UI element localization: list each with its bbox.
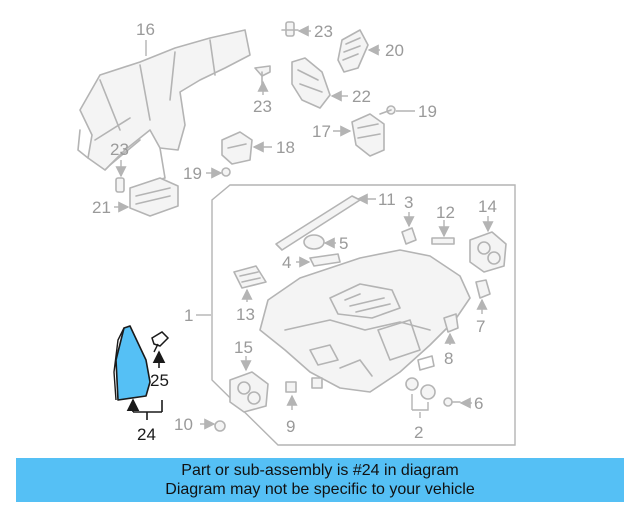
part-24-highlighted[interactable] <box>113 325 151 401</box>
part-15-vent <box>229 371 269 413</box>
parts-diagram: 16 23 20 23 22 19 17 18 <box>77 20 516 446</box>
callout-2: 2 <box>414 423 423 442</box>
banner-line-1: Part or sub-assembly is #24 in diagram <box>181 462 459 479</box>
callout-16: 16 <box>136 20 155 39</box>
part-19-screw-lower <box>221 167 231 177</box>
callout-3: 3 <box>404 193 413 212</box>
part-3-clip <box>401 227 417 245</box>
part-25-clip <box>151 331 170 353</box>
part-18-bracket <box>221 131 253 165</box>
part-23-clip-top <box>281 21 299 37</box>
callout-9: 9 <box>286 417 295 436</box>
callout-4: 4 <box>282 253 291 272</box>
callout-13: 13 <box>236 305 255 324</box>
part-16-crossbeam <box>77 29 251 183</box>
callout-15: 15 <box>234 338 253 357</box>
part-5-speaker <box>303 234 325 250</box>
callout-8: 8 <box>444 349 453 368</box>
part-4-trim <box>309 253 341 267</box>
callout-12: 12 <box>436 203 455 222</box>
callout-10: 10 <box>174 415 193 434</box>
part-8-clip <box>443 313 459 333</box>
part-2-knobs <box>405 355 436 400</box>
instrument-panel <box>259 249 471 393</box>
callout-23c: 23 <box>110 140 129 159</box>
callout-22: 22 <box>352 87 371 106</box>
part-23-clip-mid <box>254 65 271 85</box>
panel-frame <box>211 184 516 446</box>
part-20-vent <box>337 29 369 73</box>
part-21-bracket <box>129 177 179 217</box>
callout-20: 20 <box>385 41 404 60</box>
info-banner: Part or sub-assembly is #24 in diagram D… <box>16 458 624 502</box>
part-7-bracket <box>475 279 491 299</box>
callout-25: 25 <box>150 371 169 390</box>
callout-21: 21 <box>92 198 111 217</box>
callout-19a: 19 <box>418 102 437 121</box>
callout-19b: 19 <box>183 164 202 183</box>
callout-14: 14 <box>478 197 497 216</box>
part-9-clips <box>285 377 323 393</box>
leader-2 <box>411 394 429 411</box>
callout-7: 7 <box>476 317 485 336</box>
callout-1: 1 <box>184 306 193 325</box>
callout-18: 18 <box>276 138 295 157</box>
part-19-screw-top <box>379 105 396 115</box>
part-14-vent <box>469 231 507 273</box>
callout-23a: 23 <box>314 22 333 41</box>
callout-17: 17 <box>312 122 331 141</box>
part-23-clip-lower <box>115 177 125 193</box>
callout-11: 11 <box>378 190 396 209</box>
part-12-trim <box>431 237 455 245</box>
part-17-bracket <box>351 113 385 157</box>
callout-23b: 23 <box>253 97 272 116</box>
part-10-fastener <box>214 420 226 432</box>
callout-6: 6 <box>474 394 483 413</box>
part-22-bracket <box>291 57 331 109</box>
banner-line-2: Diagram may not be specific to your vehi… <box>165 481 475 498</box>
callout-24: 24 <box>137 425 156 444</box>
part-13-vent <box>233 265 267 289</box>
part-6-screw <box>443 397 461 407</box>
callout-5: 5 <box>339 234 348 253</box>
